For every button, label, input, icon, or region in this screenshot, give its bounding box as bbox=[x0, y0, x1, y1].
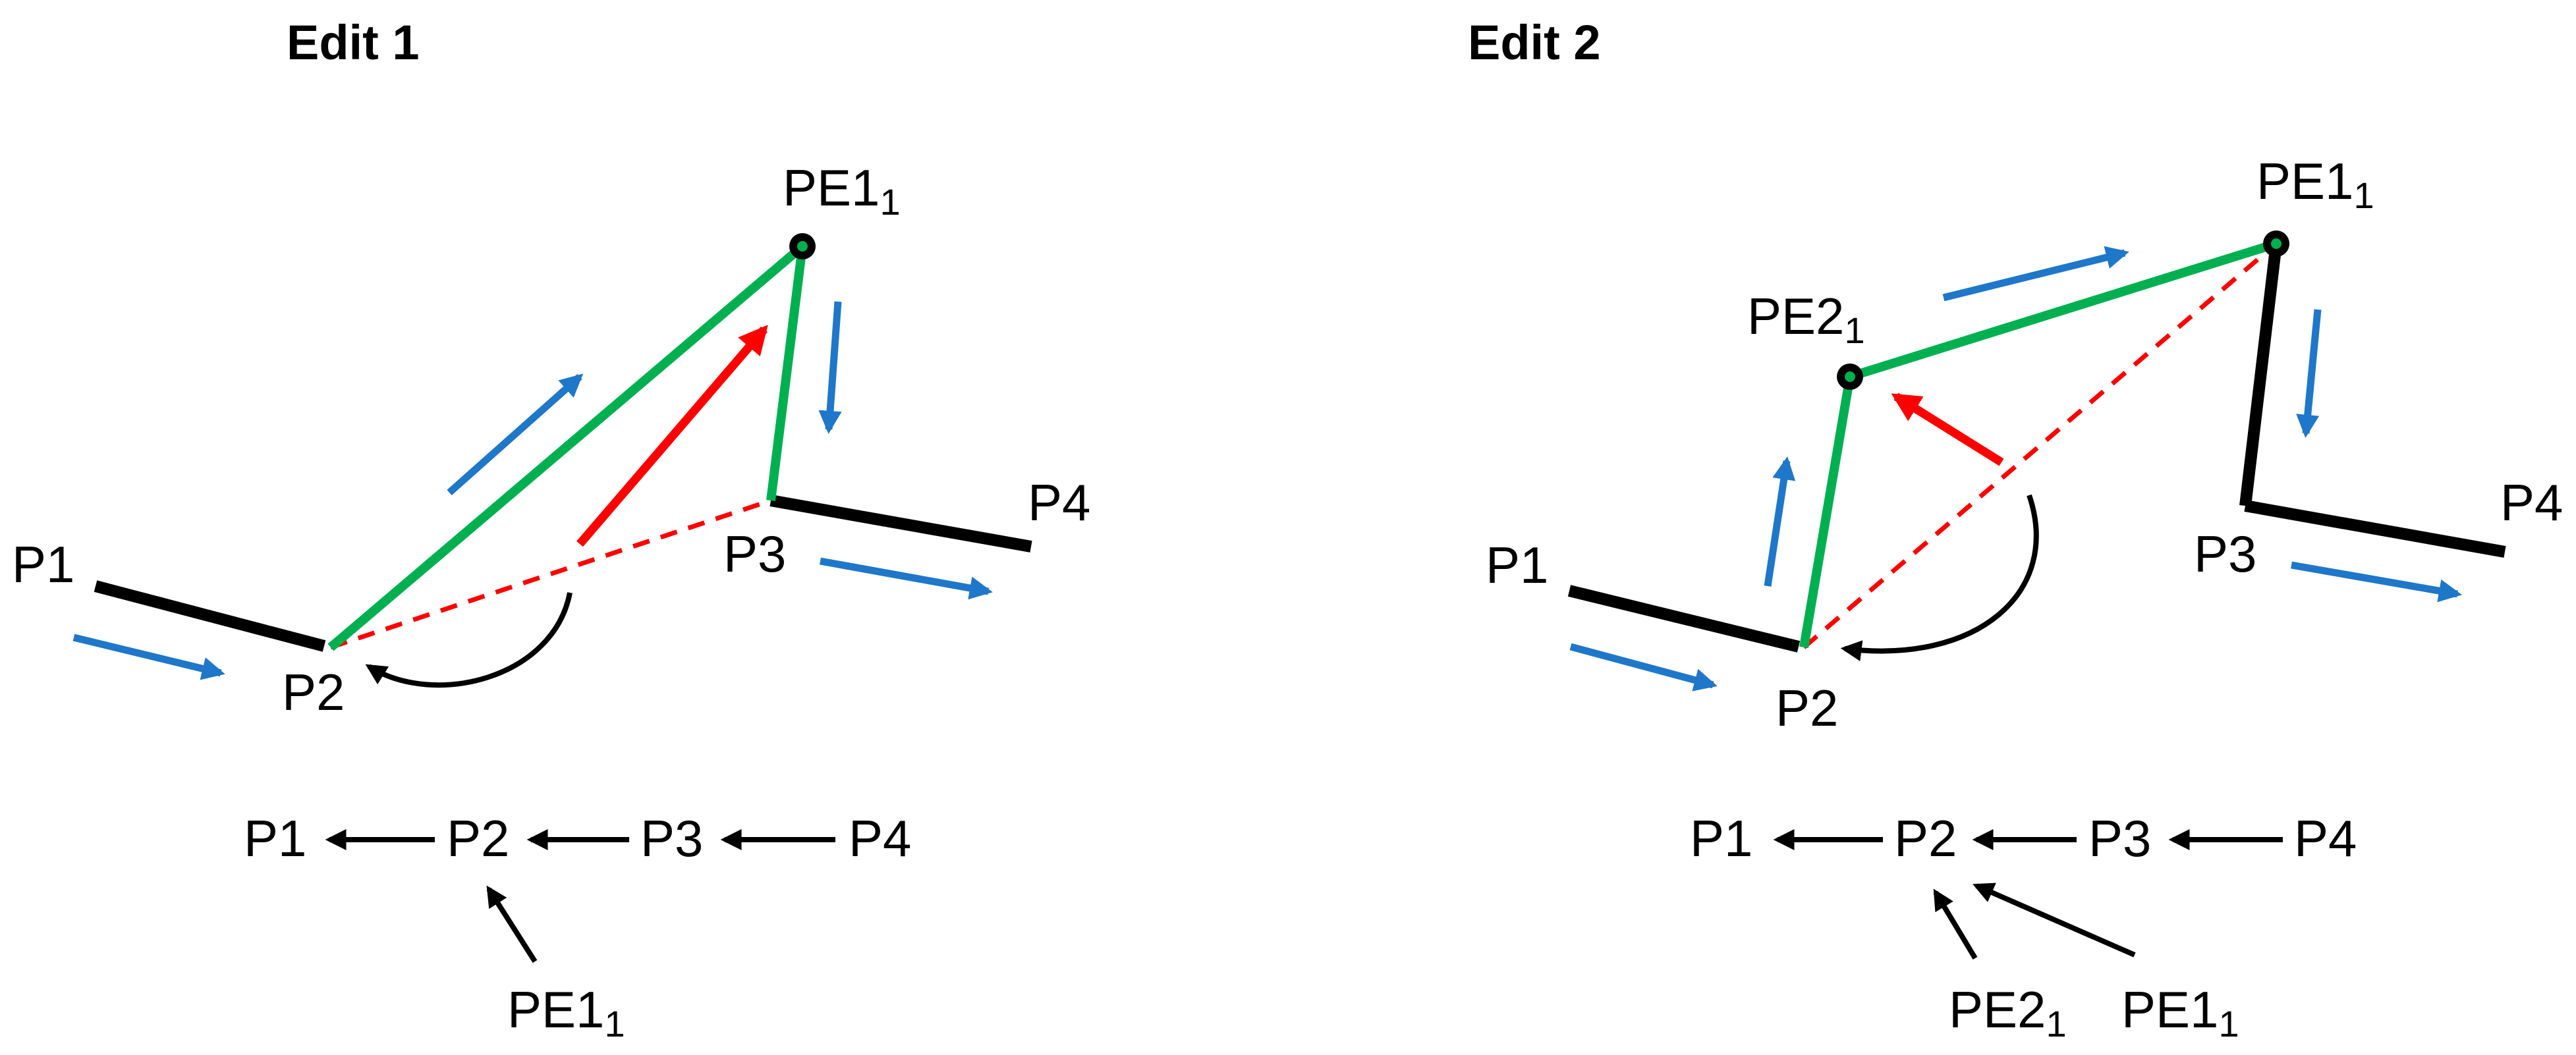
edit-1-direction-arrow-p3 bbox=[820, 557, 993, 600]
edit-2-dependency-graph: P1 P2 P3 P4 PE21 PE11 bbox=[1690, 809, 2357, 1044]
edit-1-graph-node-p3: P3 bbox=[640, 809, 703, 867]
edit-2-reconnect-arrow bbox=[1840, 494, 2039, 662]
edit-2-segment-p1-p2 bbox=[1567, 585, 1801, 653]
edit-2-graph-node-p4: P4 bbox=[2294, 809, 2357, 867]
edit-1-label-p2: P2 bbox=[282, 663, 345, 721]
edit-2-edit-arrow bbox=[1891, 392, 2004, 466]
edit-2-new-segment-pe2-pe1 bbox=[1848, 239, 2278, 381]
edit-2-graph-node-pe2: PE21 bbox=[1949, 981, 2067, 1044]
edit-1-segment-p1-p2 bbox=[94, 580, 326, 652]
edit-2-segment-pe1-p3 bbox=[2239, 242, 2282, 507]
edit-2-graph-edge-pe2-p2 bbox=[1933, 888, 1978, 960]
edit-1-direction-arrow-pe1 bbox=[818, 301, 842, 435]
edit-2-label-p2: P2 bbox=[1776, 679, 1838, 737]
edit-2-graph-node-pe1: PE11 bbox=[2121, 981, 2239, 1044]
edit-2-direction-arrow-p1 bbox=[1569, 643, 1718, 691]
edit-2-graph-node-p2: P2 bbox=[1894, 809, 1957, 867]
edit-2-label-pe2: PE21 bbox=[1747, 287, 1865, 351]
edit-2-title: Edit 2 bbox=[1468, 15, 1600, 70]
edit-1-graph-node-pe1: PE11 bbox=[507, 981, 625, 1044]
edit-1-direction-arrow-p2 bbox=[447, 373, 584, 496]
edit-2-new-segment-p2-pe2 bbox=[1799, 375, 1855, 649]
edit-2-direction-arrow-pe2 bbox=[1942, 246, 2129, 302]
edit-2-direction-arrow-p2 bbox=[1764, 456, 1796, 587]
edit-2-label-p4: P4 bbox=[2500, 473, 2563, 531]
edit-1-label-p1: P1 bbox=[12, 535, 74, 593]
edit-1-graph-node-p1: P1 bbox=[244, 809, 306, 867]
edit-1-label-p4: P4 bbox=[1028, 473, 1090, 531]
edit-1-new-segment-pe1-p3 bbox=[766, 246, 807, 501]
edit-2-graph-node-p1: P1 bbox=[1690, 809, 1752, 867]
edit-1-pe1-point-center bbox=[797, 241, 808, 252]
edit-2-removed-segment bbox=[1802, 242, 2278, 649]
edit-2-segment-p3-p4 bbox=[2244, 500, 2506, 558]
edit-1-reconnect-arrow bbox=[365, 592, 573, 688]
edit-1-title: Edit 1 bbox=[287, 15, 419, 70]
edit-1-new-segment-p2-pe1 bbox=[327, 242, 806, 651]
edit-1-segment-p3-p4 bbox=[770, 495, 1032, 553]
edit-2-direction-arrow-p3 bbox=[2291, 561, 2462, 603]
edit-2-label-p3: P3 bbox=[2194, 525, 2256, 583]
edit-2-pe1-point-center bbox=[2271, 238, 2282, 249]
edit-1-label-p3: P3 bbox=[723, 525, 786, 583]
edit-2-pe2-point-center bbox=[1845, 371, 1855, 382]
edit-2-label-p1: P1 bbox=[1486, 536, 1548, 594]
edit-2-panel: Edit 2 P1 P2 P3 P4 PE11 PE21 bbox=[1468, 15, 2563, 1044]
edit-1-panel: Edit 1 P1 P2 P3 P4 PE11 P1 P2 P3 bbox=[12, 15, 1090, 1044]
edit-2-label-pe1: PE11 bbox=[2256, 152, 2374, 216]
edit-2-direction-arrow-pe1 bbox=[2296, 309, 2322, 439]
edit-1-removed-segment bbox=[329, 498, 772, 650]
edit-1-graph-node-p2: P2 bbox=[447, 809, 509, 867]
edit-1-edit-arrow bbox=[576, 325, 768, 547]
edit-2-graph-edge-pe1-p2 bbox=[1973, 882, 2136, 958]
edit-1-dependency-graph: P1 P2 P3 P4 PE11 bbox=[244, 809, 911, 1044]
edit-1-graph-node-p4: P4 bbox=[849, 809, 911, 867]
edit-2-graph-node-p3: P3 bbox=[2088, 809, 2151, 867]
edit-1-label-pe1: PE11 bbox=[783, 159, 901, 223]
edit-1-direction-arrow-p1 bbox=[72, 634, 225, 680]
edit-1-graph-edge-pe1-p2 bbox=[486, 885, 538, 963]
